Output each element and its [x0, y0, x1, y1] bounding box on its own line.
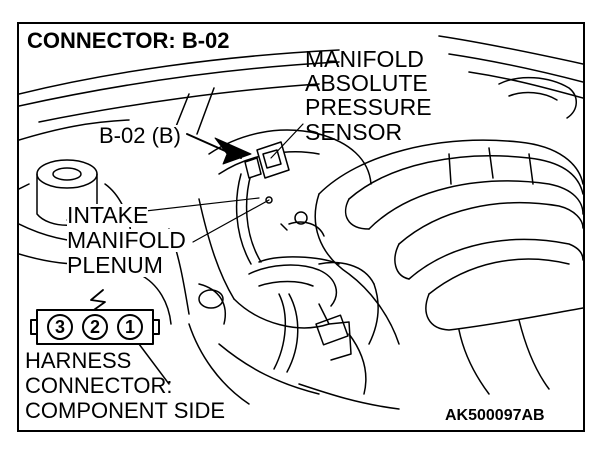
sensor-label-line-2: ABSOLUTE [305, 70, 428, 96]
hoses-and-wiring [138, 173, 400, 410]
harness-label-line-1: HARNESS [25, 348, 132, 373]
intake-label-line-1: INTAKE [67, 202, 149, 228]
connector-key [90, 289, 106, 313]
intake-label-line-3: PLENUM [67, 252, 163, 278]
intake-runners [314, 76, 583, 395]
connector-pin-1: 1 [117, 314, 143, 340]
sensor-label-line-1: MANIFOLD [305, 46, 424, 72]
connector-title: CONNECTOR: B-02 [25, 30, 234, 54]
sensor-label-line-4: SENSOR [305, 119, 403, 145]
figure-code: AK500097AB [445, 407, 545, 424]
connector-pin-2: 2 [82, 314, 108, 340]
harness-label-line-2: CONNECTOR: [25, 373, 173, 398]
fender-lines [19, 35, 583, 145]
intake-label-line-2: MANIFOLD [67, 227, 186, 253]
connector-pin-3: 3 [47, 314, 73, 340]
map-sensor [244, 141, 290, 179]
pointer-arrow [186, 133, 252, 165]
harness-label-line-3: COMPONENT SIDE [25, 398, 226, 423]
diagram-frame: CONNECTOR: B-02 MANIFOLD ABSOLUTE PRESSU… [17, 22, 585, 432]
connector-id-label: B-02 (B) [97, 123, 183, 148]
sensor-label-line-3: PRESSURE [305, 94, 432, 120]
